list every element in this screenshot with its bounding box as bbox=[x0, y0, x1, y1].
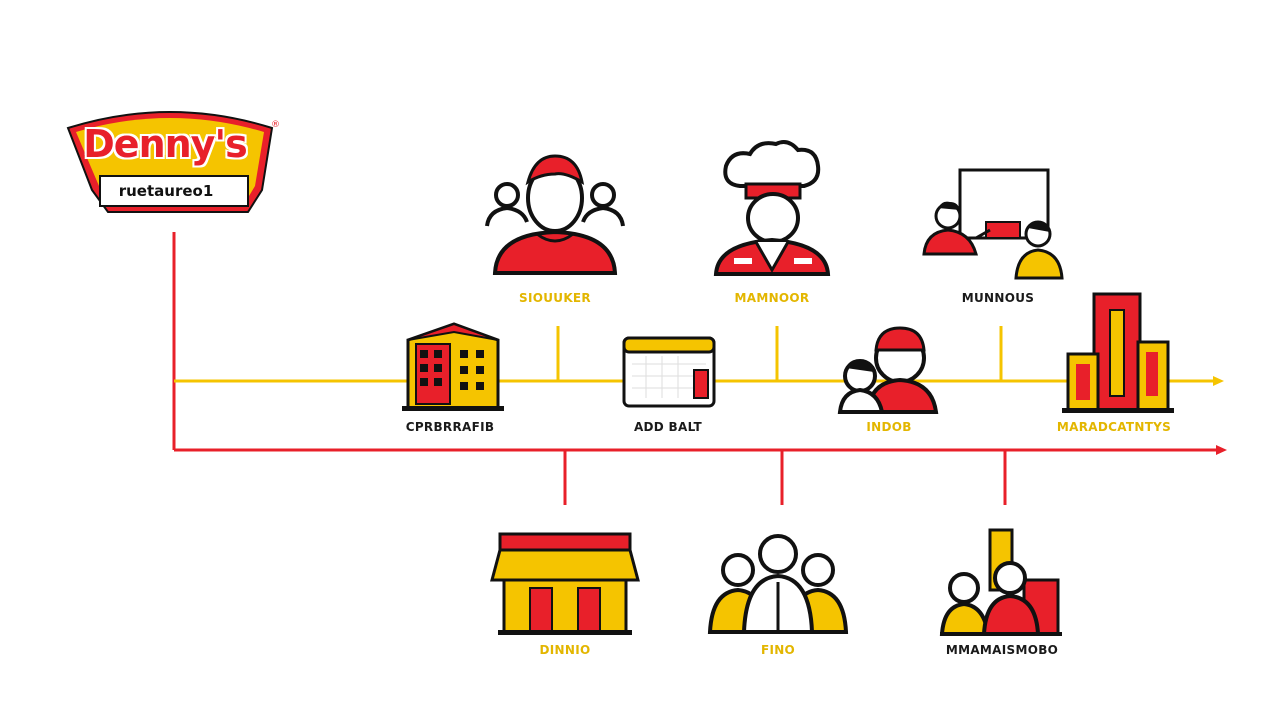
chef-icon bbox=[713, 140, 831, 276]
middle-node-label-2: ADD BALT bbox=[633, 420, 703, 434]
corporate-people-icon bbox=[939, 528, 1062, 636]
storefront-icon bbox=[490, 532, 640, 635]
logo-subtitle: ruetaureo1 bbox=[118, 182, 214, 200]
city-buildings-icon bbox=[1062, 292, 1174, 413]
top-node-label-2: MAMNOOR bbox=[734, 291, 810, 305]
registered-mark: ® bbox=[271, 120, 280, 130]
building-icon bbox=[402, 322, 504, 411]
logo-title: Denny's bbox=[83, 122, 247, 166]
top-node-label-3: MUNNOUS bbox=[961, 291, 1035, 305]
crowd-icon bbox=[707, 534, 849, 634]
logo-text-wrap: Denny's ruetaureo1 bbox=[60, 100, 280, 218]
red-arrowhead bbox=[1216, 445, 1227, 455]
middle-node-label-3: INDOB bbox=[866, 420, 912, 434]
training-screen-icon bbox=[922, 168, 1064, 280]
top-node-label-1: SIOUUKER bbox=[519, 291, 591, 305]
middle-node-label-1: CPRBRRAFIB bbox=[405, 420, 495, 434]
team-group-icon bbox=[485, 154, 625, 275]
bottom-node-label-2: FINO bbox=[760, 643, 796, 657]
bottom-node-label-1: DINNIO bbox=[539, 643, 591, 657]
staff-pair-icon bbox=[837, 326, 939, 414]
yellow-arrowhead bbox=[1213, 376, 1224, 386]
calendar-icon bbox=[622, 336, 716, 408]
bottom-node-label-3: MMAMAISMOBO bbox=[945, 643, 1059, 657]
middle-node-label-4: MARADCATNTYS bbox=[1056, 420, 1172, 434]
dennys-logo-badge: ® bbox=[66, 111, 280, 213]
